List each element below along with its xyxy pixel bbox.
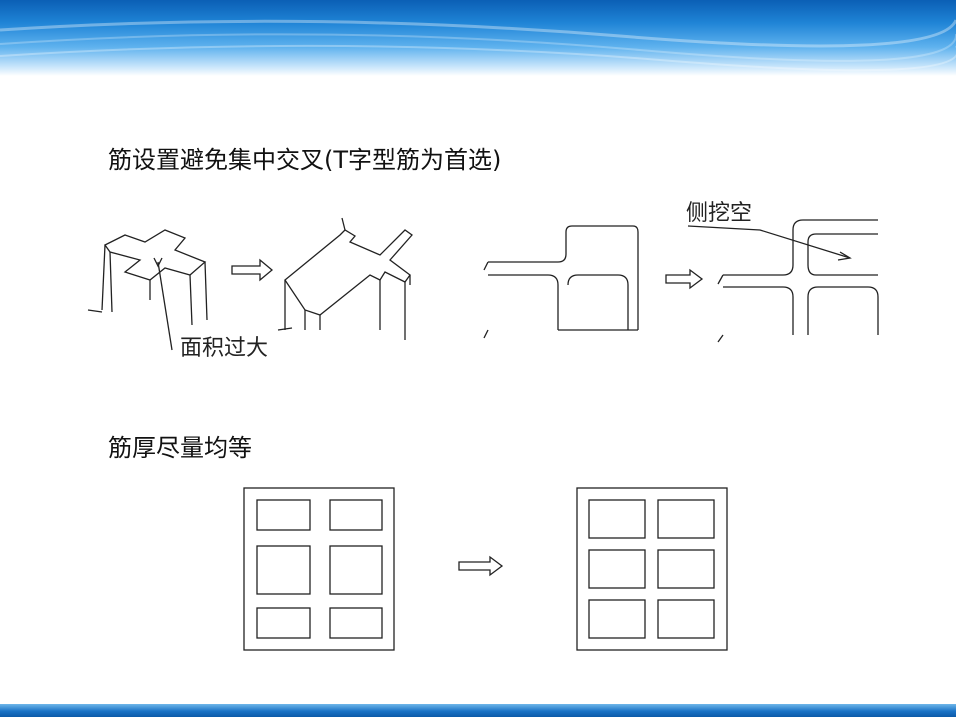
right-arrow-icon [665,268,704,290]
annotation-area-too-large: 面积过大 [180,336,268,361]
right-arrow-icon [458,555,504,577]
bottom-bar [0,704,956,717]
heading-t-rib: 筋设置避免集中交叉(T字型筋为首选) [108,146,502,174]
figure-cross-vs-t-rib: 面积过大 [80,200,430,370]
top-banner [0,0,956,76]
heading-even-thickness: 筋厚尽量均等 [108,434,252,462]
grid-before-outline [243,487,395,651]
figure-side-hollow: 侧挖空 [478,190,888,355]
figure-rib-thickness [240,484,740,656]
annotation-side-hollow: 侧挖空 [686,201,752,226]
grid-after-outline [576,487,728,651]
right-arrow-icon [231,258,274,282]
